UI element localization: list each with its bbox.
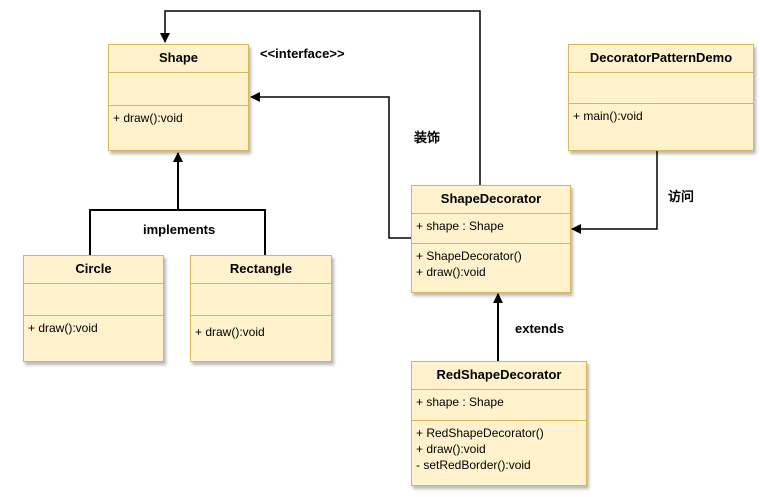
class-name: DecoratorPatternDemo bbox=[569, 45, 753, 73]
methods-section: + ShapeDecorator() + draw():void bbox=[412, 244, 570, 280]
method: + main():void bbox=[573, 109, 643, 123]
visit-edge bbox=[571, 151, 658, 234]
method: + draw():void bbox=[416, 442, 486, 456]
method: - setRedBorder():void bbox=[416, 458, 531, 472]
attributes-section: + shape : Shape bbox=[412, 390, 586, 421]
class-red-shape-decorator[interactable]: RedShapeDecorator + shape : Shape + RedS… bbox=[411, 361, 587, 486]
method: + ShapeDecorator() bbox=[416, 249, 522, 263]
class-decorator-pattern-demo[interactable]: DecoratorPatternDemo + main():void bbox=[568, 44, 754, 151]
class-name: Rectangle bbox=[191, 256, 331, 284]
decorate-label: 装饰 bbox=[414, 130, 441, 145]
attributes-section bbox=[109, 73, 248, 106]
attribute: + shape : Shape bbox=[416, 395, 504, 409]
class-shape-decorator[interactable]: ShapeDecorator + shape : Shape + ShapeDe… bbox=[411, 185, 571, 293]
method: + draw():void bbox=[28, 321, 98, 335]
extends-label: extends bbox=[515, 321, 565, 336]
attributes-section bbox=[569, 73, 753, 104]
implements-label: implements bbox=[143, 222, 216, 237]
class-circle[interactable]: Circle + draw():void bbox=[23, 255, 164, 362]
attributes-section: + shape : Shape bbox=[412, 214, 570, 244]
visit-label: 访问 bbox=[668, 189, 695, 204]
class-name: ShapeDecorator bbox=[412, 186, 570, 214]
methods-section: + draw():void bbox=[191, 316, 331, 340]
methods-section: + draw():void bbox=[109, 106, 248, 126]
attributes-section bbox=[24, 284, 163, 316]
methods-section: + RedShapeDecorator() + draw():void - se… bbox=[412, 421, 586, 473]
interface-label: <<interface>> bbox=[260, 46, 345, 61]
method: + draw():void bbox=[113, 111, 183, 125]
class-name: Shape bbox=[109, 45, 248, 73]
aggregation-edge bbox=[160, 10, 481, 186]
class-rectangle[interactable]: Rectangle + draw():void bbox=[190, 255, 332, 362]
method: + RedShapeDecorator() bbox=[416, 426, 544, 440]
class-name: RedShapeDecorator bbox=[412, 362, 586, 390]
method: + draw():void bbox=[416, 265, 486, 279]
decorate-edge bbox=[250, 92, 411, 239]
class-name: Circle bbox=[24, 256, 163, 284]
method: + draw():void bbox=[195, 325, 265, 339]
methods-section: + main():void bbox=[569, 104, 753, 124]
attributes-section bbox=[191, 284, 331, 316]
methods-section: + draw():void bbox=[24, 316, 163, 336]
class-shape[interactable]: Shape + draw():void bbox=[108, 44, 249, 151]
attribute: + shape : Shape bbox=[416, 219, 504, 233]
